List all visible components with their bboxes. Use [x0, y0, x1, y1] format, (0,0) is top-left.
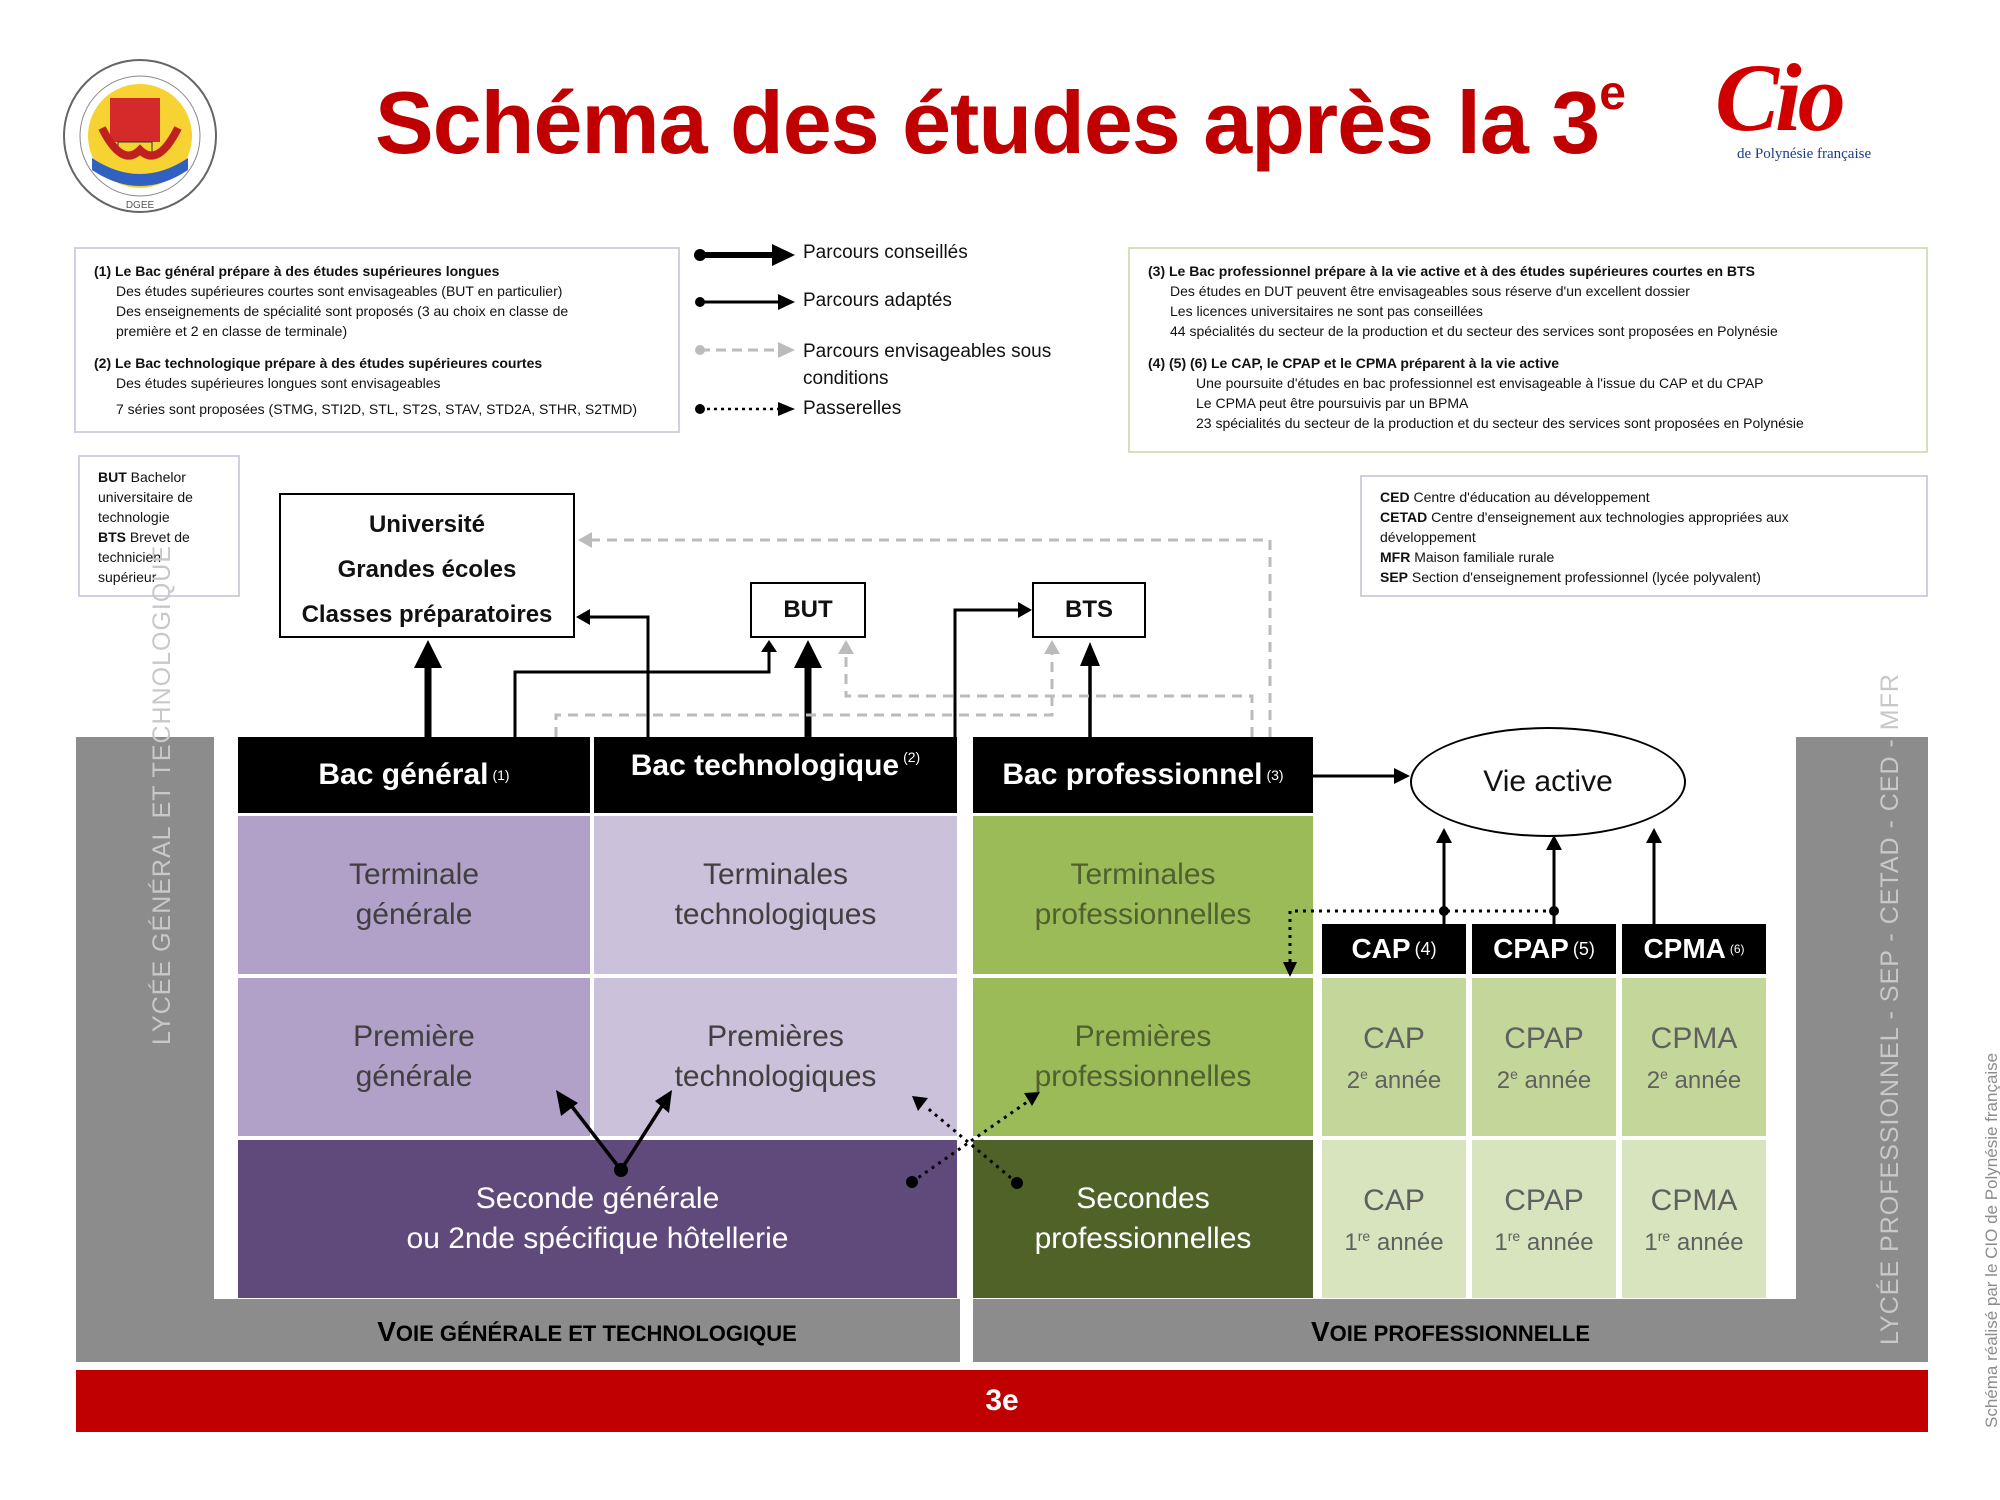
legend-passerelles: Passerelles	[803, 398, 902, 419]
side-label-lycee-pro: LYCÉE PROFESSIONNEL - SEP - CETAD - CED …	[1876, 673, 1904, 1345]
voie-generale-label: VOIE GÉNÉRALE ET TECHNOLOGIQUE	[377, 1316, 797, 1347]
header-cpap: CPAP(5)	[1472, 924, 1616, 974]
cio-logo-brand: Cio	[1715, 44, 1846, 151]
abbr-ced-cetad: CED Centre d'éducation au développement …	[1360, 475, 1928, 597]
legend: Parcours conseillés Parcours adaptés Par…	[690, 236, 1090, 436]
cell-cpma-2e-annee: CPMA 2e année	[1622, 978, 1766, 1136]
bottom-bar-3e: 3e	[76, 1370, 1928, 1432]
abbr-but-bts: BUT Bachelor universitaire de technologi…	[78, 455, 240, 597]
box-but: BUT	[750, 582, 866, 638]
note-bac-general-technologique: (1) Le Bac général prépare à des études …	[74, 247, 680, 433]
credit-text: Schéma réalisé par le CIO de Polynésie f…	[1982, 1052, 2000, 1428]
header-cap: CAP(4)	[1322, 924, 1466, 974]
legend-conseilles: Parcours conseillés	[803, 242, 968, 263]
box-bts: BTS	[1032, 582, 1146, 638]
page-title: Schéma des études après la 3e	[375, 67, 1626, 172]
cell-cap-2e-annee: CAP 2e année	[1322, 978, 1466, 1136]
header-bac-general: Bac général(1)	[238, 737, 590, 813]
cio-logo-subtitle: de Polynésie française	[1737, 146, 1872, 162]
vie-active-ellipse: Vie active	[1410, 727, 1686, 837]
cio-logo: Cio de Polynésie française	[1705, 44, 1935, 170]
side-label-lycee-general: LYCÉE GÉNÉRAL ET TECHNOLOGIQUE	[148, 544, 176, 1045]
voie-pro-label: VOIE PROFESSIONNELLE	[1310, 1316, 1591, 1347]
header-bac-professionnel: Bac professionnel(3)	[973, 737, 1313, 813]
dgee-logo: DGEE	[62, 58, 218, 214]
legend-adaptes: Parcours adaptés	[803, 290, 952, 311]
note-bac-pro-cap: (3) Le Bac professionnel prépare à la vi…	[1128, 247, 1928, 453]
header-bac-technologique: Bac technologique(2)	[594, 737, 957, 813]
cell-cap-1re-annee: CAP 1re année	[1322, 1140, 1466, 1298]
cell-cpma-1re-annee: CPMA 1re année	[1622, 1140, 1766, 1298]
cell-cpap-2e-annee: CPAP 2e année	[1472, 978, 1616, 1136]
logo-left-text: DGEE	[126, 200, 155, 211]
cell-cpap-1re-annee: CPAP 1re année	[1472, 1140, 1616, 1298]
header-cpma: CPMA(6)	[1622, 924, 1766, 974]
